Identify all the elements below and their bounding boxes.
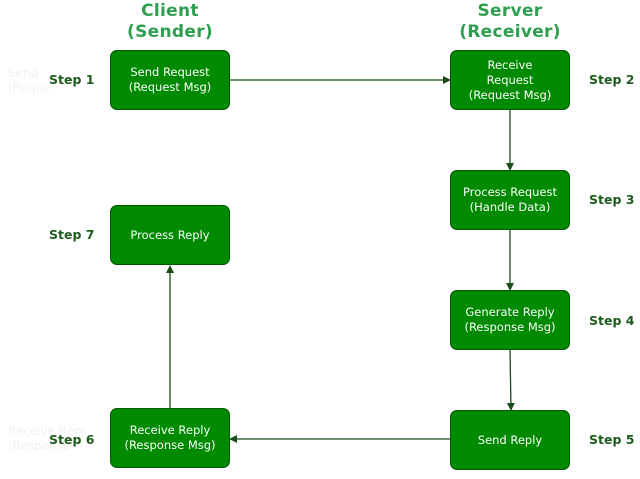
node-label-line: Process Request	[463, 185, 557, 199]
node-receive-reply: Receive Reply (Response Msg)	[110, 408, 230, 468]
node-process-request: Process Request (Handle Data)	[450, 170, 570, 230]
node-send-request: Send Request (Request Msg)	[110, 50, 230, 110]
server-title-line1: Server	[477, 1, 543, 21]
node-label-line: (Request Msg)	[468, 87, 552, 102]
step-6-label: Step 6	[49, 432, 95, 447]
ghost-text-bottom: Receive Repl(Response	[8, 424, 85, 453]
step-4-label: Step 4	[589, 313, 635, 328]
step-7-label: Step 7	[49, 227, 95, 242]
node-label-line: (Response Msg)	[124, 438, 216, 452]
node-generate-reply: Generate Reply (Response Msg)	[450, 290, 570, 350]
node-label-line: (Response Msg)	[464, 320, 556, 334]
node-label-line: Receive	[487, 57, 533, 72]
step-1-label: Step 1	[49, 72, 95, 87]
ghost-text-top: Send(Reque	[8, 66, 51, 95]
node-label-line: Generate Reply	[465, 305, 555, 319]
arrow-generate-to-sendreply	[506, 349, 515, 411]
server-column-title: Server (Receiver)	[450, 1, 570, 43]
node-label-line: Process Reply	[130, 227, 210, 242]
node-label-line: (Request Msg)	[128, 80, 212, 94]
node-label-line: (Handle Data)	[469, 200, 551, 214]
node-label-line: Receive Reply	[129, 423, 211, 437]
node-receive-request: Receive Request (Request Msg)	[450, 50, 570, 110]
server-title-line2: (Receiver)	[459, 22, 561, 42]
client-title-line1: Client	[141, 1, 199, 21]
node-process-reply: Process Reply	[110, 205, 230, 265]
node-label-line: Send Request	[130, 65, 210, 79]
step-5-label: Step 5	[589, 432, 635, 447]
client-column-title: Client (Sender)	[110, 1, 230, 43]
node-label-line: Send Reply	[477, 432, 543, 447]
node-send-reply: Send Reply	[450, 410, 570, 470]
step-3-label: Step 3	[589, 192, 635, 207]
client-title-line2: (Sender)	[127, 22, 213, 42]
step-2-label: Step 2	[589, 72, 635, 87]
node-label-line: Request	[486, 72, 534, 87]
